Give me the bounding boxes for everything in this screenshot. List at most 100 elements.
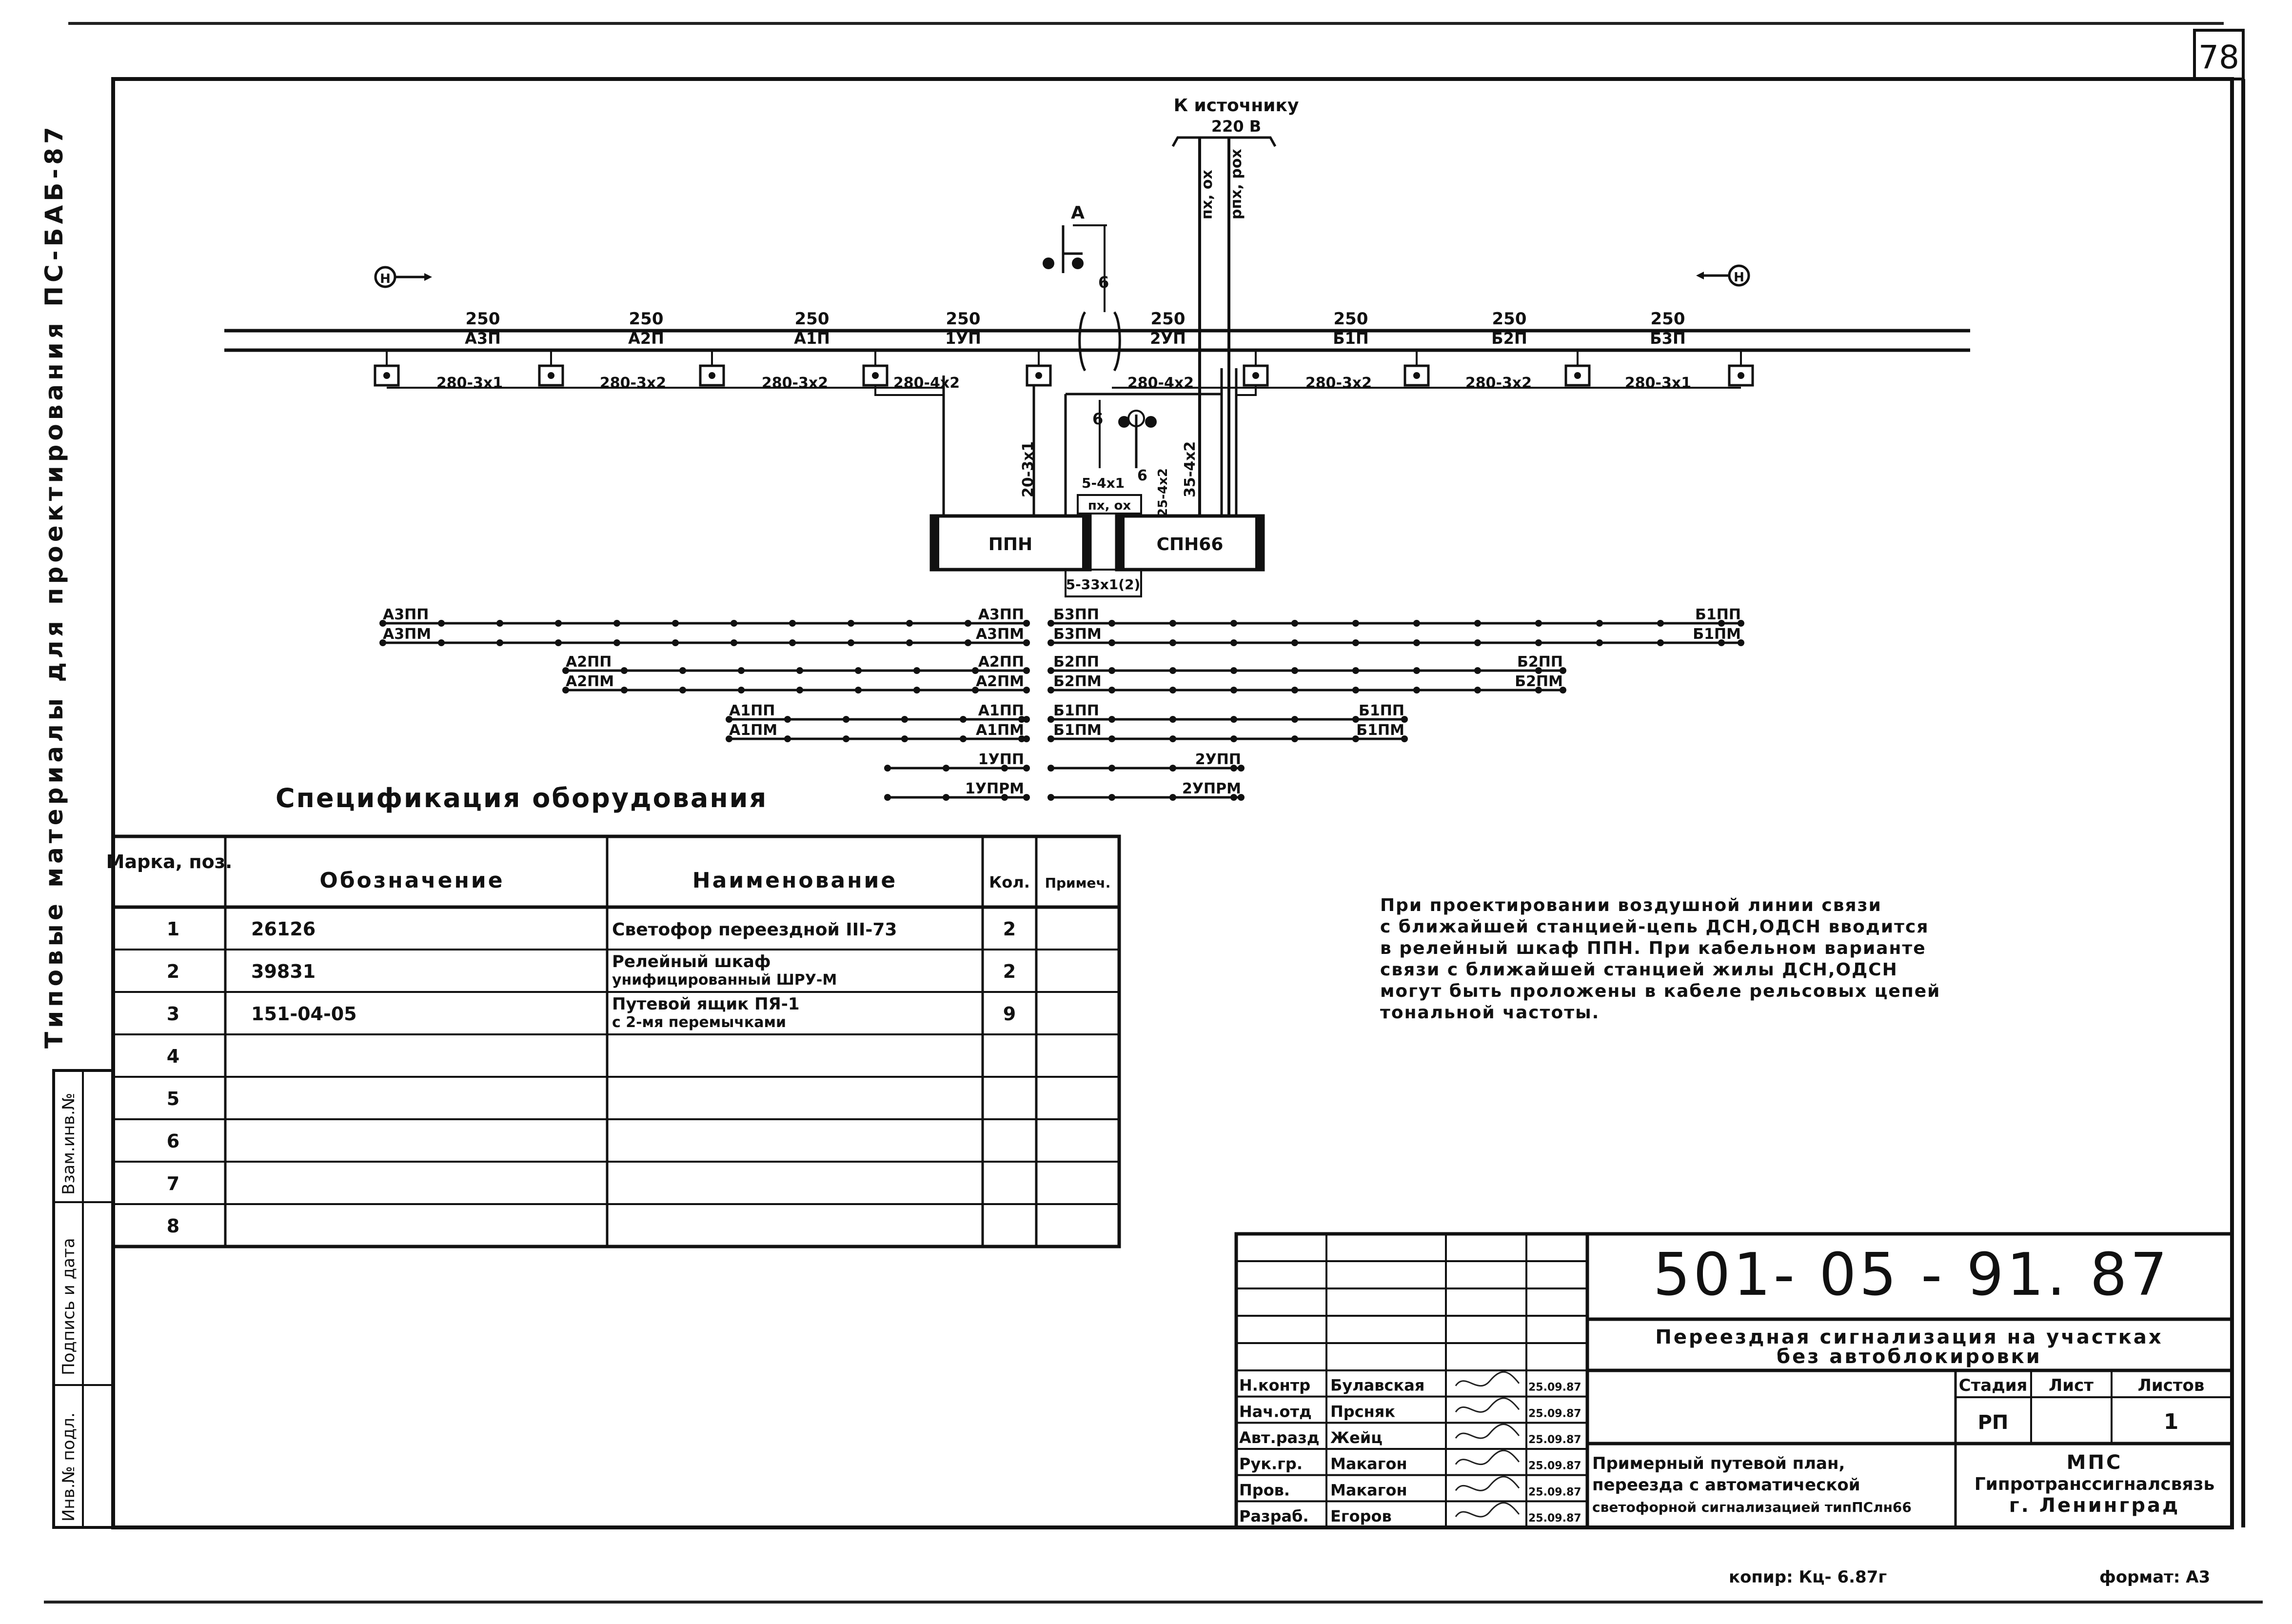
signature-mark <box>1455 1397 1520 1413</box>
track-section-2: А2П <box>628 329 664 348</box>
spec-cell-mark: 1 <box>167 918 179 940</box>
circuit-left-start-6: А1ПМ <box>729 722 777 739</box>
track-box-4 <box>862 350 889 387</box>
spec-row: 8 <box>167 1215 179 1237</box>
circuit-right-end-2: Б1ПМ <box>1693 626 1741 643</box>
track-length-7: 250 <box>1492 309 1527 329</box>
signature-mark <box>1455 1424 1520 1439</box>
cable-label-2: 280-3х2 <box>600 375 666 392</box>
track-section-3: А1П <box>794 329 830 348</box>
signer-name: Прсняк <box>1330 1402 1395 1421</box>
direction-mark-left: Н <box>374 266 432 288</box>
circuit-left-end-8: 1УПРМ <box>965 780 1024 797</box>
signer-name: Макагон <box>1330 1455 1407 1473</box>
track-box-6 <box>1243 350 1269 387</box>
circuit-right-start-5: Б1ПП <box>1053 702 1099 719</box>
cable-label-1: 280-3х1 <box>436 375 503 392</box>
spec-cell-name: Светофор переездной III-73 <box>612 920 897 940</box>
cabinet-spn-label: СПН66 <box>1157 535 1224 555</box>
note-line-5: могут быть проложены в кабеле рельсовых … <box>1380 981 1940 1001</box>
feed-label-1: пх, ох <box>1199 170 1216 219</box>
spec-cell-mark: 7 <box>167 1173 179 1194</box>
cabinet-ppn-label: ППН <box>988 535 1032 555</box>
dim-label-signal: 6 <box>1137 467 1147 484</box>
circuit-right-start-3: Б2ПП <box>1053 654 1099 671</box>
circuit-left-end-1: А3ПП <box>978 606 1024 623</box>
track-section-7: Б2П <box>1491 329 1527 348</box>
design-note: При проектировании воздушной линии связи… <box>1380 895 1940 1023</box>
track-length-3: 250 <box>795 309 830 329</box>
spec-cell-code: 151-04-05 <box>251 1003 357 1025</box>
signer-name: Булавская <box>1330 1376 1424 1395</box>
circuit-right-start-1: Б3ПП <box>1053 606 1099 623</box>
circuit-left-end-4: А2ПМ <box>976 673 1024 690</box>
feed-label-2: рпх, рох <box>1228 149 1245 219</box>
drawing-name-3: светофорной сигнализацией типПСлн66 <box>1592 1499 1912 1515</box>
spec-header-name: Наименование <box>692 868 897 893</box>
cabinet-spn: СПН66 <box>1115 514 1265 572</box>
stamp-original-inventory: Инв.№ подл. <box>59 1412 79 1522</box>
crossing-signal-b: 6 6 <box>1092 400 1157 484</box>
crossing-break-right <box>1113 311 1121 372</box>
track-length-1: 250 <box>466 309 500 329</box>
source-bracket <box>1171 136 1277 147</box>
spec-cell-mark: 6 <box>167 1130 179 1152</box>
note-line-6: тональной частоты. <box>1380 1003 1600 1023</box>
signer-role: Н.контр <box>1239 1376 1310 1395</box>
direction-mark-right: Н <box>1696 264 1750 287</box>
track-length-4: 250 <box>946 309 981 329</box>
spec-row: 4 <box>167 1046 179 1067</box>
circuit-left-end-2: А3ПМ <box>976 626 1024 643</box>
spec-cell-code: 26126 <box>251 918 316 940</box>
spec-cell-mark: 2 <box>167 961 179 982</box>
crossing-signal-a: А 6 <box>1043 203 1109 312</box>
circuit-right-start-4: Б2ПМ <box>1053 673 1102 690</box>
spec-title: Спецификация оборудования <box>276 783 768 813</box>
copy-note: копир: Кц- 6.87г <box>1729 1567 1887 1587</box>
page-number: 78 <box>2198 39 2239 76</box>
cable-bend-right <box>1236 385 1257 396</box>
signer-role: Авт.разд <box>1239 1428 1320 1447</box>
circuit-left-end-6: А1ПМ <box>976 722 1024 739</box>
signature-mark <box>1455 1449 1520 1466</box>
circuit-left-end-7: 1УПП <box>978 751 1024 768</box>
track-box-8 <box>1564 350 1591 387</box>
doc-number: 501- 05 - 91. 87 <box>1653 1241 2170 1309</box>
track-section-8: Б3П <box>1650 329 1685 348</box>
track-plan: К источнику 220 В пх, ох рпх, рох Н Н А <box>224 96 1970 597</box>
circuit-right-start-2: Б3ПМ <box>1053 626 1102 643</box>
cable-bend-left <box>874 385 944 396</box>
source-label: К источнику <box>1174 96 1299 116</box>
track-section-1: А3П <box>465 329 501 348</box>
circuit-left-start-1: А3ПП <box>383 606 429 623</box>
circuit-right-end-6: Б1ПМ <box>1356 722 1404 739</box>
spec-cell-mark: 3 <box>167 1003 179 1025</box>
sheets-header: Листов <box>2138 1376 2205 1395</box>
cable-label-5: 280-4х2 <box>1127 375 1194 392</box>
track-box-9 <box>1728 350 1754 387</box>
circuit-left-start-3: А2ПП <box>566 654 612 671</box>
org-ministry: МПС <box>2067 1451 2123 1474</box>
cable-label-8: 280-3х1 <box>1625 375 1691 392</box>
track-length-2: 250 <box>629 309 664 329</box>
dim-label-mid: 6 <box>1092 410 1103 428</box>
stamp-signature-date: Подпись и дата <box>59 1238 79 1375</box>
signal-label: А <box>1071 203 1085 223</box>
spec-row: 5 <box>167 1088 179 1109</box>
svg-text:Н: Н <box>380 272 391 286</box>
note-line-1: При проектировании воздушной линии связи <box>1380 895 1882 915</box>
spec-cell-qty: 9 <box>1003 1003 1016 1025</box>
track-box-1 <box>374 350 400 387</box>
signer-name: Макагон <box>1330 1481 1407 1499</box>
cable-label-3: 280-3х2 <box>762 375 828 392</box>
circuit-right-end-7: 2УПП <box>1195 751 1241 768</box>
side-title: Типовые материалы для проектирования ПС-… <box>40 123 68 1049</box>
circuit-right-end-4: Б2ПМ <box>1515 673 1563 690</box>
